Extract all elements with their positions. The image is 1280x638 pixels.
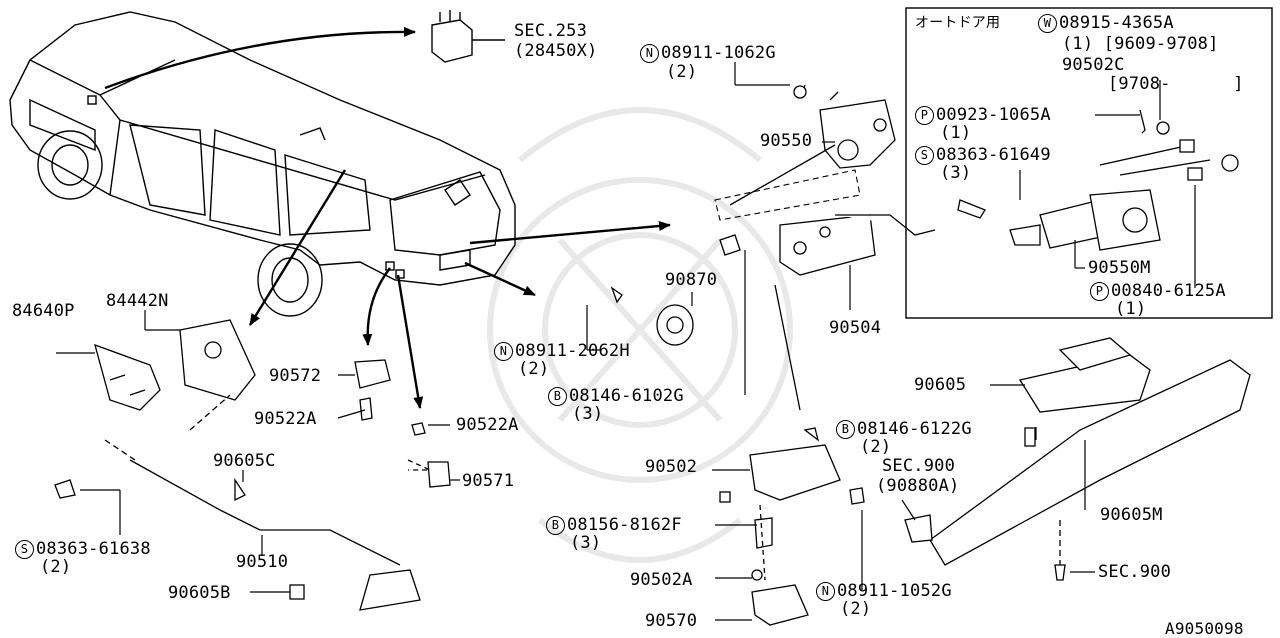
nut-prefix-icon: N	[816, 582, 835, 601]
part-90502-label: 90502	[645, 457, 698, 477]
screw-prefix-icon: S	[15, 540, 34, 559]
bolt-08146-6122G-qty: (2)	[860, 437, 892, 457]
part-84640P-label: 84640P	[12, 301, 75, 321]
pin-prefix-icon: P	[1090, 282, 1109, 301]
part-number: 00840-6125A	[1111, 281, 1226, 301]
part-90570-label: 90570	[645, 611, 698, 631]
watermark-emblem	[487, 107, 793, 563]
part-90605C-label: 90605C	[213, 451, 276, 471]
nut-prefix-icon: N	[494, 342, 513, 361]
part-90605-label: 90605	[914, 375, 967, 395]
bracket-parts	[94, 319, 256, 461]
release-cable	[54, 459, 421, 611]
bolt-prefix-icon: B	[836, 420, 855, 439]
pin-prefix-icon: P	[915, 106, 934, 125]
part-number: 08915-4365A	[1059, 13, 1174, 33]
part-90522A-label-1: 90522A	[254, 409, 317, 429]
part-90550M-label: 90550M	[1088, 258, 1151, 278]
part-90870-label: 90870	[665, 270, 718, 290]
part-number: 00923-1065A	[936, 105, 1051, 125]
part-90510-label: 90510	[236, 552, 289, 572]
pin-00923-1065A-qty: (1)	[940, 123, 972, 143]
part-number: 08156-8162F	[567, 515, 682, 535]
nut-08911-1052G-qty: (2)	[840, 599, 872, 619]
part-90550-label: 90550	[760, 131, 813, 151]
bolt-prefix-icon: B	[546, 516, 565, 535]
cover-outline	[714, 169, 861, 221]
part-90605M-label: 90605M	[1100, 505, 1163, 525]
part-number: 08911-2062H	[515, 341, 630, 361]
nut-08911-1062G-qty: (2)	[666, 62, 698, 82]
part-90502C-label: 90502C	[1062, 55, 1125, 75]
screw-08363-61649-qty: (3)	[940, 163, 972, 183]
tailgate-trim	[849, 337, 1251, 581]
inset-frame	[905, 7, 1273, 319]
nut-prefix-icon: N	[640, 44, 659, 63]
part-90502A-label: 90502A	[630, 570, 693, 590]
part-90571-label: 90571	[462, 471, 515, 491]
sec253-ref-label: SEC.253	[514, 21, 588, 41]
part-number: 08911-1062G	[661, 43, 776, 63]
washer-prefix-icon: W	[1038, 14, 1057, 33]
part-number: 08363-61649	[936, 145, 1051, 165]
lower-latch-assembly	[719, 214, 936, 411]
part-90572-label: 90572	[269, 366, 322, 386]
diagram-code: A9050098	[1165, 619, 1244, 638]
nut-08911-2062H-qty: (2)	[518, 359, 550, 379]
lock-cylinder	[610, 286, 694, 346]
leader-arrows	[104, 26, 671, 409]
label-leaders	[56, 62, 1196, 621]
part-90605B-label: 90605B	[168, 583, 231, 603]
part-90522A-label-2: 90522A	[456, 415, 519, 435]
bolt-prefix-icon: B	[548, 387, 567, 406]
part-number: 08146-6122G	[857, 419, 972, 439]
part-90504-label: 90504	[829, 318, 882, 338]
inset-title: オートドア用	[915, 15, 1001, 31]
sec900-ref-label-2: SEC.900	[1098, 562, 1172, 582]
bolt-08156-8162F-qty: (3)	[570, 533, 602, 553]
upper-latch-assembly	[729, 84, 896, 206]
power-door-motor	[957, 109, 1239, 251]
sec900-part-label: (90880A)	[876, 476, 960, 496]
bolt-08146-6102G-qty: (3)	[572, 404, 604, 424]
switch-blocks	[354, 359, 451, 488]
part-number: 08911-1052G	[837, 581, 952, 601]
part-number: 08146-6102G	[569, 386, 684, 406]
pin-00840-6125A-qty: (1)	[1115, 299, 1147, 319]
part-number: 08363-61638	[36, 539, 151, 559]
relay-part-icon	[431, 10, 505, 63]
part-90502C-date: [9708- ]	[1108, 74, 1244, 94]
sec253-part-label: (28450X)	[514, 41, 598, 61]
washer-08915-4365A-qty: (1) [9609-9708]	[1062, 34, 1219, 54]
part-84442N-label: 84442N	[106, 291, 169, 311]
sec900-ref-label-1: SEC.900	[882, 456, 956, 476]
screw-08363-61638-qty: (2)	[40, 557, 72, 577]
screw-prefix-icon: S	[915, 146, 934, 165]
latch-plate-parts	[719, 427, 841, 626]
